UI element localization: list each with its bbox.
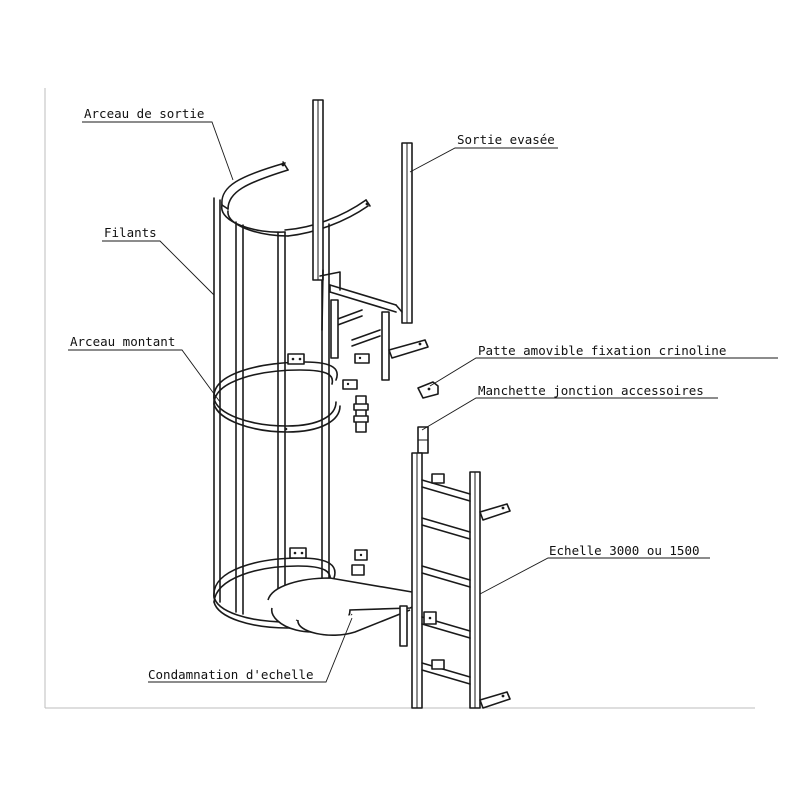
- label-arceau-montant: Arceau montant: [70, 334, 175, 349]
- callout-labels: Arceau de sortie Sortie evasée Filants A…: [70, 106, 726, 682]
- exit-hoop: [221, 161, 371, 237]
- label-condamnation: Condamnation d'echelle: [148, 667, 314, 682]
- label-arceau-de-sortie: Arceau de sortie: [84, 106, 204, 121]
- ladder: [411, 426, 511, 709]
- label-echelle: Echelle 3000 ou 1500: [549, 543, 700, 558]
- flared-exit: [312, 99, 429, 433]
- drawing-frame: [44, 88, 755, 709]
- label-sortie-evasee: Sortie evasée: [457, 132, 555, 147]
- label-patte-amovible: Patte amovible fixation crinoline: [478, 343, 726, 358]
- label-manchette: Manchette jonction accessoires: [478, 383, 704, 398]
- cage-brackets: [287, 353, 307, 559]
- leader-lines: [68, 121, 778, 683]
- label-filants: Filants: [104, 225, 157, 240]
- vertical-bars: [213, 197, 330, 621]
- cage-crinoline: [213, 161, 371, 629]
- ladder-lock-plate: [267, 549, 418, 647]
- removable-tab: [417, 381, 439, 399]
- climbing-hoop: [213, 361, 341, 433]
